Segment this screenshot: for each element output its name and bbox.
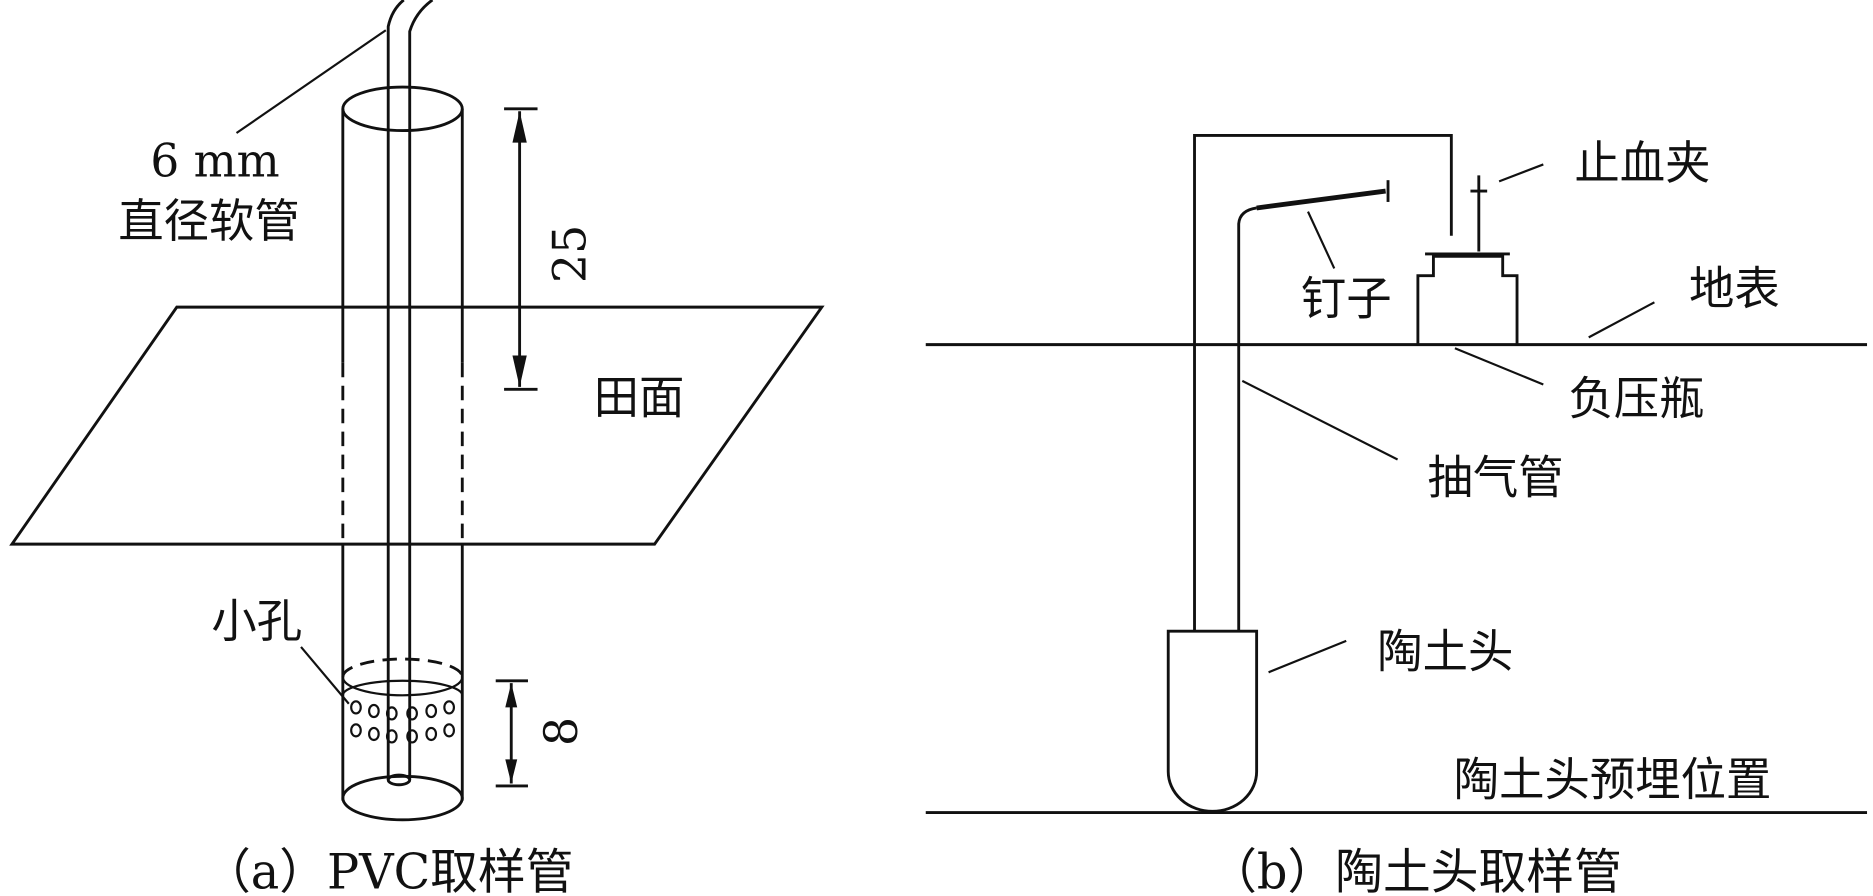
vacuum-bottle (1416, 252, 1519, 345)
hose-leader (235, 29, 387, 134)
ceramic-label: 陶土头 (1377, 625, 1513, 678)
clamp-label: 止血夹 (1574, 137, 1710, 190)
bottle-leader (1454, 347, 1544, 386)
position-label: 陶土头预埋位置 (1454, 753, 1772, 806)
tube-leader (1241, 379, 1399, 461)
surface-label: 地表 (1689, 262, 1780, 315)
holes-label: 小孔 (211, 595, 302, 648)
cylinder-sides-hidden (341, 362, 464, 545)
caption-a: （a）PVC取样管 (203, 844, 574, 896)
dimension-25-label: 25 (544, 225, 597, 283)
dimension-8-label: 8 (535, 717, 588, 746)
panel-b-ceramic-sampling-tube: 止血夹 钉子 地表 负压瓶 抽气管 陶土头 陶土头预埋位置 （b）陶土头取样管 (925, 133, 1868, 896)
holes-leader (300, 646, 350, 705)
hole-band-mid (341, 677, 464, 697)
nail-label: 钉子 (1301, 272, 1392, 325)
dimension-8: 8 (495, 679, 588, 788)
small-holes (350, 700, 455, 744)
clamp-leader (1498, 163, 1544, 183)
surface-leader (1588, 301, 1655, 339)
suction-tube-inner (1237, 206, 1257, 632)
ceramic-head (1166, 629, 1259, 813)
dimension-25: 25 (504, 107, 597, 391)
cylinder-bottom (341, 774, 464, 822)
field-label: 田面 (594, 371, 685, 424)
nail (1256, 188, 1386, 211)
nail-leader (1307, 211, 1336, 269)
hemostatic-clamp (1470, 175, 1488, 252)
cylinder-sides (341, 108, 464, 801)
cylinder-top (341, 85, 464, 133)
ceramic-leader (1268, 639, 1347, 674)
soft-hose (386, 0, 434, 780)
caption-b: （b）陶土头取样管 (1209, 844, 1622, 896)
tube-label: 抽气管 (1427, 451, 1563, 504)
suction-tube (1193, 133, 1453, 632)
bottle-label: 负压瓶 (1568, 372, 1704, 425)
hose-size-label: 6 mm (150, 134, 279, 187)
field-plane (9, 305, 825, 546)
panel-a-pvc-sampling-tube: 25 8 6 mm 直径软管 田面 小孔 （a）PVC取样管 (9, 0, 825, 896)
hose-label: 直径软管 (118, 195, 300, 248)
hole-band-top (341, 657, 464, 678)
